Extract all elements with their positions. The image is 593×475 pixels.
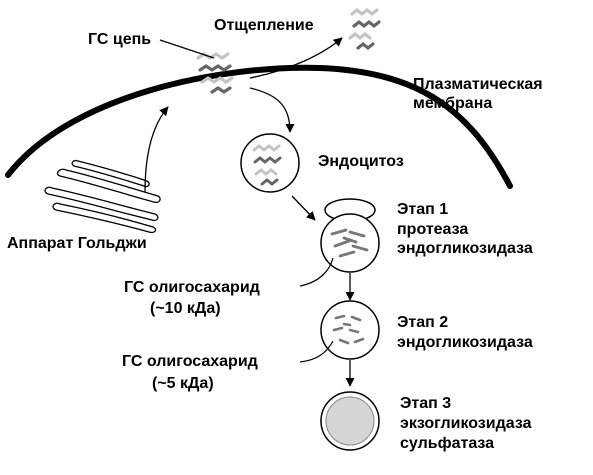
label-endocytosis: Эндоцитоз: [318, 153, 404, 170]
arrow-shedding: [249, 37, 343, 79]
label-stage1-enzyme2: эндогликозидаза: [397, 240, 533, 257]
label-gs-chain: ГС цепь: [88, 31, 151, 48]
label-oligo1-line1: ГС олигосахарид: [124, 279, 260, 296]
shed-chain-icon: [348, 7, 381, 51]
arrow-to-stage1: [291, 195, 316, 221]
arrow-golgi-to-membrane: [144, 106, 169, 193]
arrow-endocytosis: [249, 87, 295, 133]
stage1-vesicle: [320, 213, 380, 273]
plasma-membrane: [5, 64, 513, 189]
golgi-icon: [44, 159, 161, 234]
label-stage3-title: Этап 3: [400, 395, 451, 412]
label-oligo2-line2: (~5 кДа): [152, 375, 214, 392]
label-membrane-1: Плазматическая: [413, 76, 543, 93]
oligo1-pointer: [299, 257, 334, 287]
label-shedding: Отщепление: [214, 17, 314, 34]
label-stage2-enzyme1: эндогликозидаза: [397, 334, 533, 351]
endocytic-vesicle: [240, 133, 300, 193]
oligo2-pointer: [299, 340, 334, 363]
label-oligo1-line2: (~10 кДа): [150, 300, 221, 317]
stage2-vesicle: [320, 300, 380, 360]
label-stage1-enzyme1: протеаза: [397, 221, 468, 238]
label-stage2-title: Этап 2: [397, 314, 448, 331]
gs-chain-pointer: [159, 39, 215, 59]
label-stage3-enzyme1: экзогликозидаза: [400, 415, 532, 432]
label-golgi: Аппарат Гольджи: [7, 235, 147, 252]
label-stage1-title: Этап 1: [397, 201, 448, 218]
label-membrane-2: мембрана: [413, 95, 492, 112]
stage3-vesicle: [320, 391, 380, 451]
label-stage3-enzyme2: сульфатаза: [400, 435, 494, 452]
label-oligo2-line1: ГС олигосахарид: [122, 353, 258, 370]
